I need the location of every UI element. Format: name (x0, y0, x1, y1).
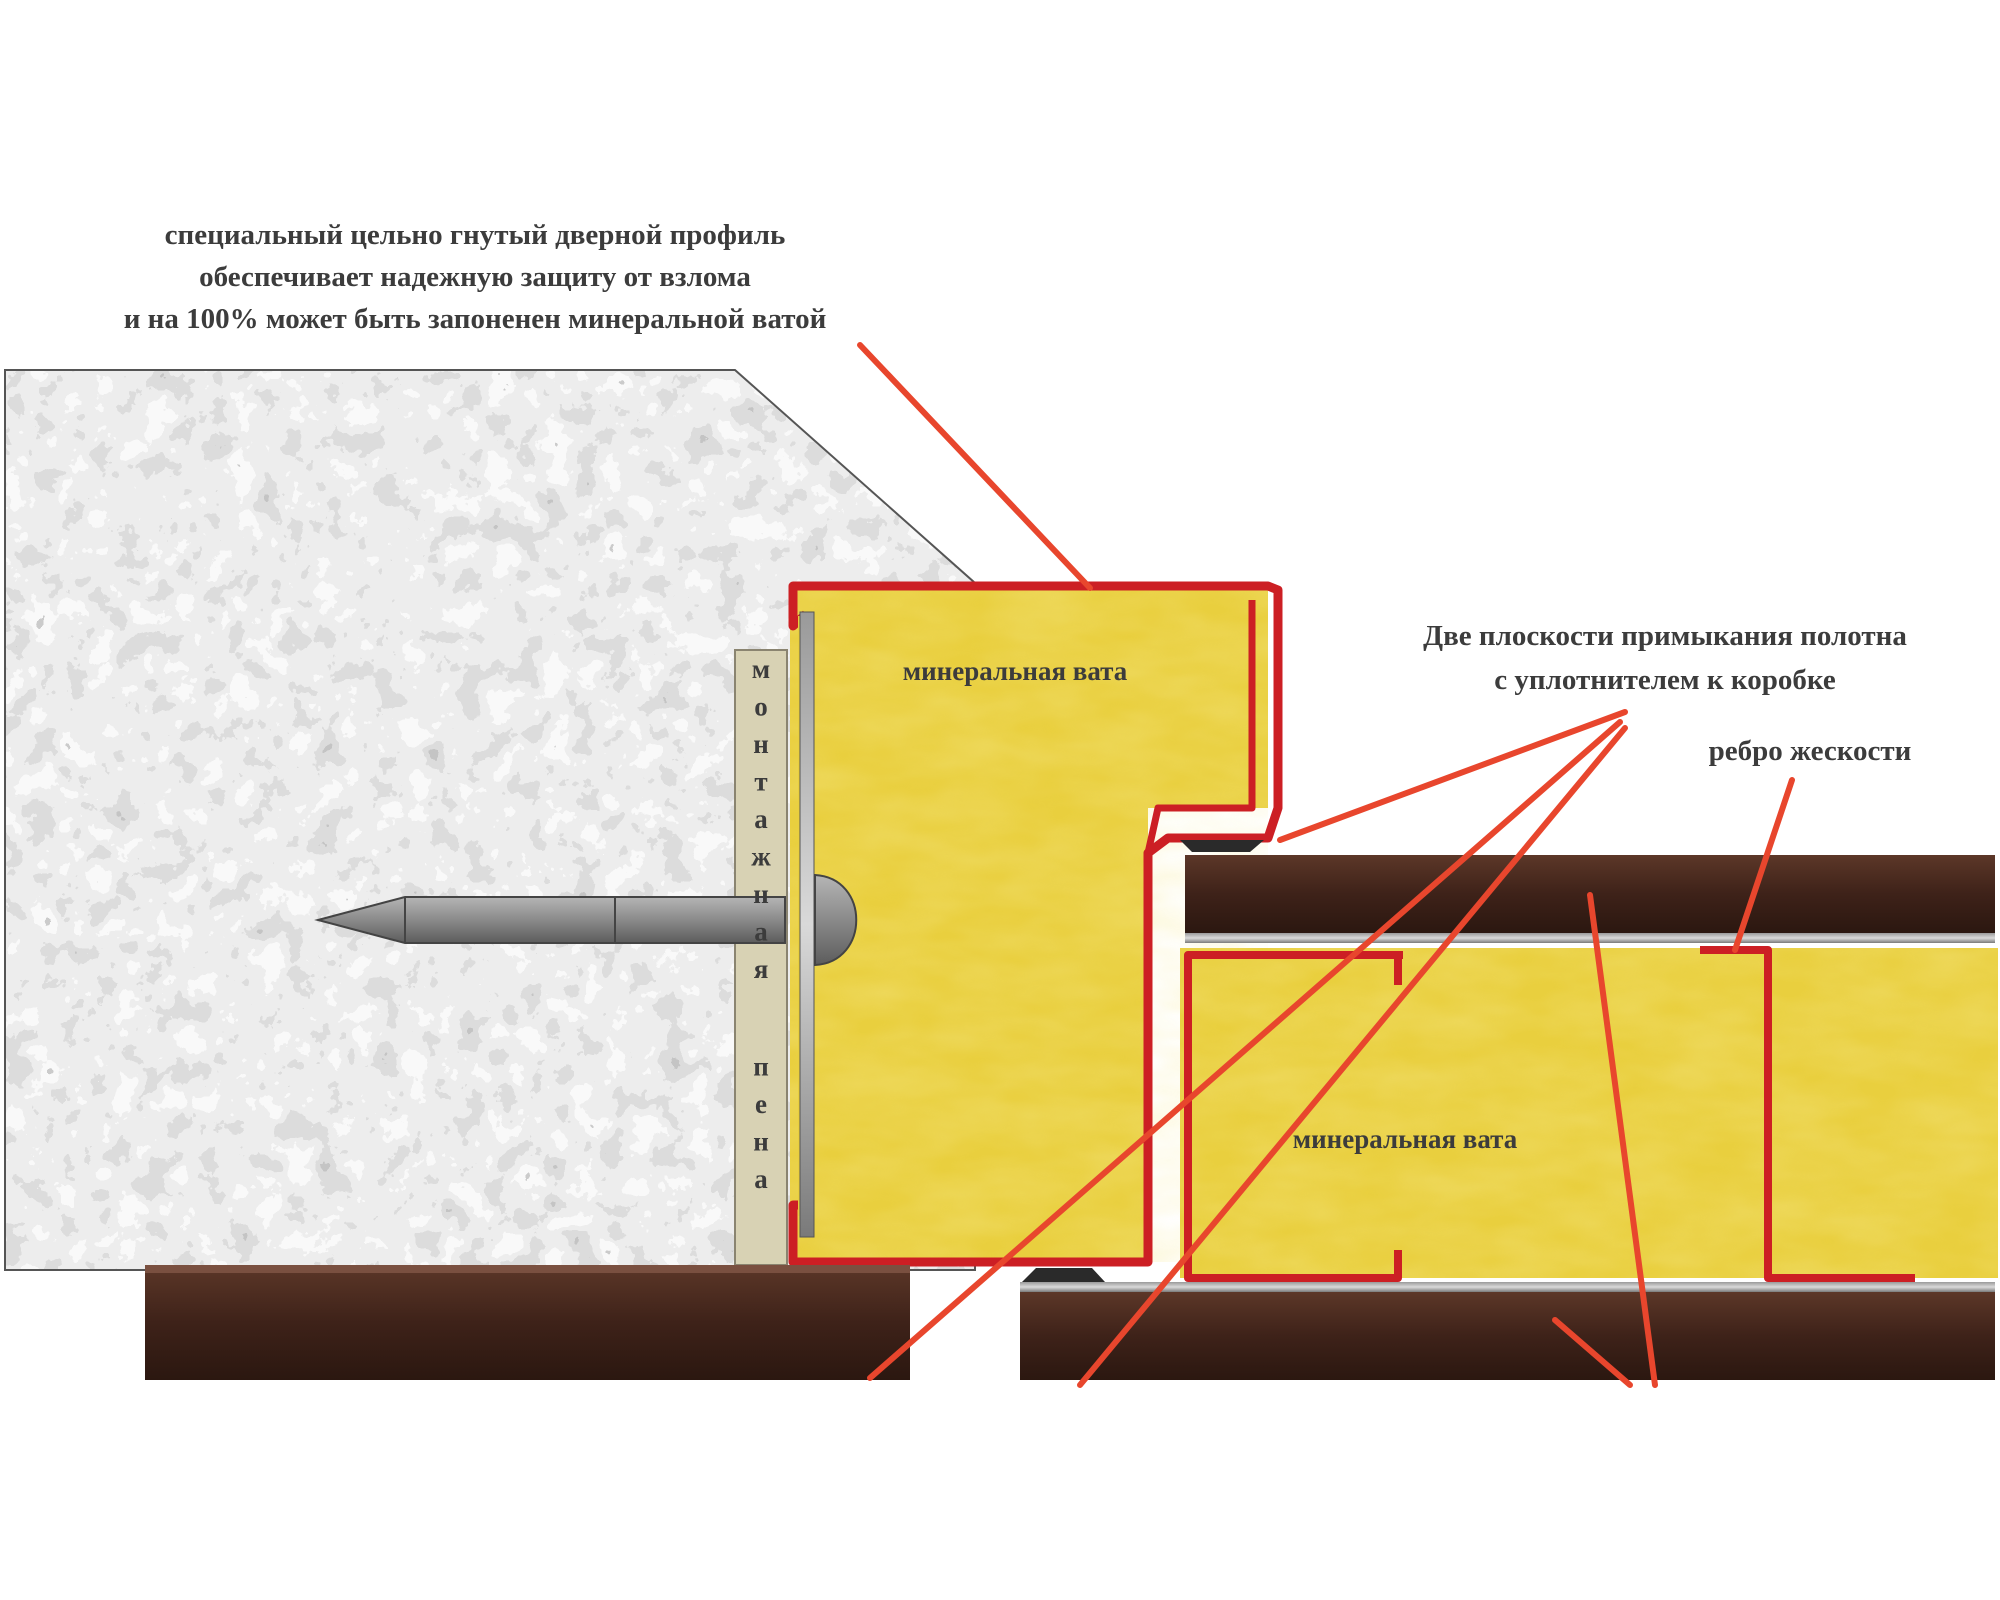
leader-rib (1732, 777, 1795, 953)
foam-label-letter: а (754, 917, 768, 947)
wood-platband-left (145, 1265, 910, 1380)
foam-label-letter: н (753, 879, 769, 909)
steel-plate (799, 611, 815, 1238)
foam-label-letter: а (754, 804, 768, 834)
profile-caption-line1: специальный цельно гнутый дверной профил… (165, 219, 786, 251)
labels: специальный цельно гнутый дверной профил… (124, 219, 1912, 1194)
seal-caption-line2: с уплотнителем к коробке (1494, 664, 1836, 696)
foam-label-letter: о (754, 692, 768, 722)
leaf-wool-label: минеральная вата (1293, 1124, 1518, 1154)
foam-label-letter: е (755, 1089, 767, 1119)
door-leaf (1020, 840, 1998, 1380)
foam-label-letter: п (753, 1052, 769, 1082)
frame-profile (788, 581, 1283, 1267)
leader-lines (857, 342, 1795, 1388)
foam-label-letter: м (752, 654, 770, 684)
profile-caption-line2: обеспечивает надежную защиту от взлома (199, 261, 751, 293)
mounting-foam-strip (734, 649, 788, 1266)
anchor-screw (314, 873, 858, 967)
seal-caption-line1: Две плоскости примыкания полотна (1423, 620, 1907, 652)
profile-caption-line3: и на 100% может быть запоненен минеральн… (124, 303, 827, 335)
leader-seal-bottom-2 (1077, 725, 1628, 1388)
leader-seal-bottom-1 (867, 719, 1623, 1381)
leader-wood-1 (1587, 892, 1658, 1388)
rib-label: ребро жескости (1709, 735, 1912, 767)
leader-seal-top (1277, 709, 1628, 843)
foam-label-letter: я (754, 954, 769, 984)
foam-label-letter: ж (751, 842, 771, 872)
foam-label-letter: т (754, 767, 767, 797)
leader-wood-2 (1552, 1317, 1633, 1388)
leader-profile (857, 342, 1093, 591)
frame-wool-label: минеральная вата (903, 656, 1128, 686)
foam-label-letter: н (753, 1127, 769, 1157)
foam-label-letter: а (754, 1164, 768, 1194)
foam-label-letter: н (753, 729, 769, 759)
